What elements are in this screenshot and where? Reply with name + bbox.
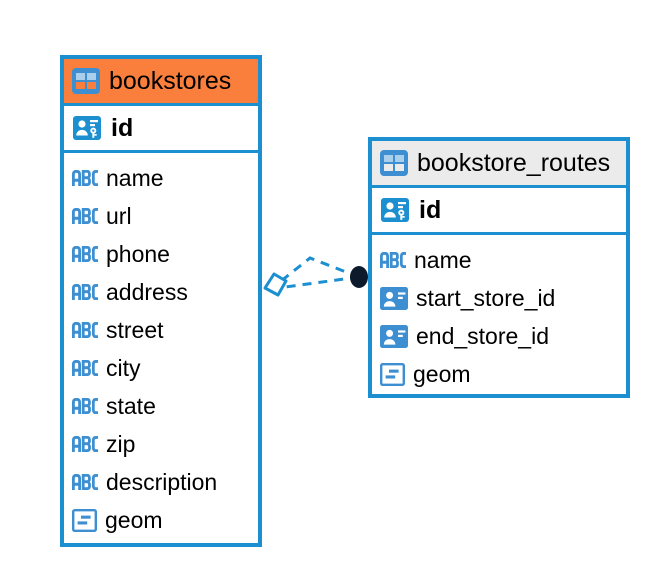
field-row-phone[interactable]: phone [64, 235, 258, 273]
primary-key-icon [73, 116, 101, 140]
geometry-type-icon [380, 362, 405, 386]
field-label: state [106, 392, 156, 419]
text-type-icon [72, 436, 98, 452]
field-label: geom [105, 506, 163, 533]
field-label: geom [413, 360, 471, 387]
field-row-geom[interactable]: geom [64, 501, 258, 539]
field-label: phone [106, 240, 170, 267]
entity-bookstores-field-list: name url phone [64, 153, 258, 547]
diamond-marker [263, 272, 288, 297]
table-icon [380, 150, 408, 176]
field-row-end-store-id[interactable]: end_store_id [372, 317, 626, 355]
field-row-start-store-id[interactable]: start_store_id [372, 279, 626, 317]
field-label: zip [106, 430, 136, 457]
field-label: street [106, 316, 164, 343]
field-label: url [106, 202, 132, 229]
field-row-address[interactable]: address [64, 273, 258, 311]
entity-bookstore-routes-field-list: name start_store_id [372, 235, 626, 401]
foreign-key-icon [380, 324, 408, 348]
relationship-line-upper [275, 256, 360, 287]
text-type-icon [72, 398, 98, 414]
entity-bookstore-routes-header[interactable]: bookstore_routes [372, 141, 626, 188]
field-row-state[interactable]: state [64, 387, 258, 425]
text-type-icon [72, 284, 98, 300]
entity-bookstores-header[interactable]: bookstores [64, 59, 258, 106]
foreign-key-icon [380, 286, 408, 310]
entity-bookstore-routes[interactable]: bookstore_routes id [368, 137, 630, 398]
text-type-icon [72, 322, 98, 338]
entity-bookstores-primary-key-name: id [111, 113, 134, 142]
text-type-icon [72, 208, 98, 224]
field-label: start_store_id [416, 284, 556, 311]
field-row-geom[interactable]: geom [372, 355, 626, 393]
field-row-street[interactable]: street [64, 311, 258, 349]
text-type-icon [72, 360, 98, 376]
text-type-icon [380, 252, 406, 268]
field-row-city[interactable]: city [64, 349, 258, 387]
entity-bookstore-routes-primary-key-name: id [419, 195, 442, 224]
relationship-line-lower [277, 275, 360, 290]
field-row-url[interactable]: url [64, 197, 258, 235]
field-row-name[interactable]: name [372, 241, 626, 279]
table-icon [72, 68, 100, 94]
field-row-description[interactable]: description [64, 463, 258, 501]
relationship-connector[interactable] [258, 243, 376, 303]
field-row-zip[interactable]: zip [64, 425, 258, 463]
entity-bookstore-routes-title: bookstore_routes [417, 148, 611, 177]
entity-bookstores-title: bookstores [109, 66, 232, 95]
text-type-icon [72, 170, 98, 186]
field-label: city [106, 354, 141, 381]
field-label: name [106, 164, 164, 191]
entity-bookstores-primary-key-row[interactable]: id [64, 106, 258, 153]
entity-bookstore-routes-primary-key-row[interactable]: id [372, 188, 626, 235]
text-type-icon [72, 246, 98, 262]
field-row-name[interactable]: name [64, 159, 258, 197]
geometry-type-icon [72, 508, 97, 532]
entity-bookstores[interactable]: bookstores id [60, 55, 262, 547]
primary-key-icon [381, 198, 409, 222]
field-label: end_store_id [416, 322, 549, 349]
field-label: description [106, 468, 218, 495]
field-label: name [414, 246, 472, 273]
field-label: address [106, 278, 188, 305]
filled-circle-marker [350, 266, 368, 288]
text-type-icon [72, 474, 98, 490]
